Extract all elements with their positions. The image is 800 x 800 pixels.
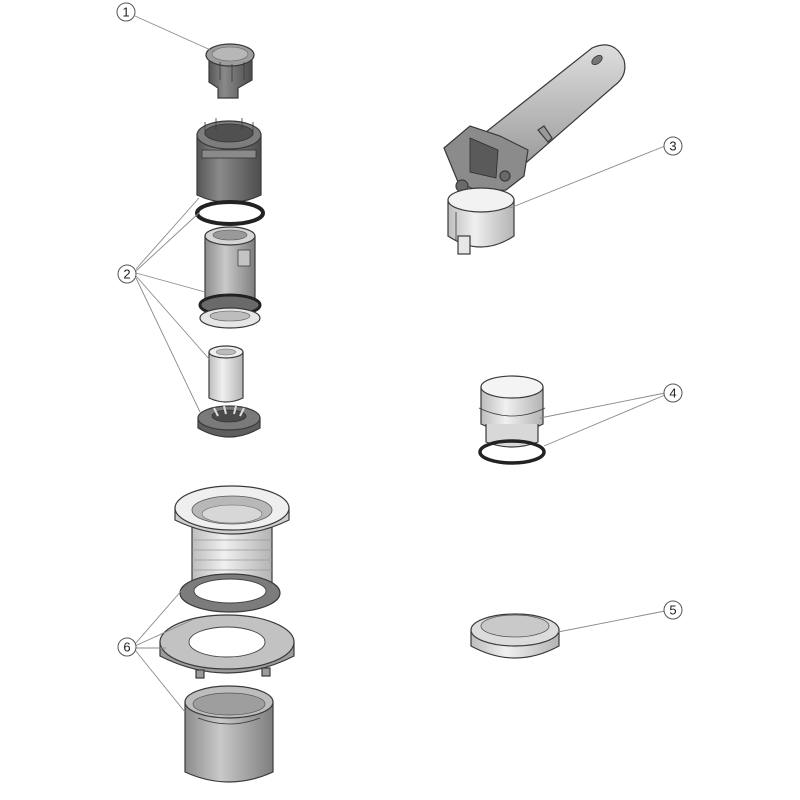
part-2-upper-housing	[196, 118, 262, 204]
part-2-sleeve	[208, 345, 244, 403]
callout-1-label: 1	[122, 5, 129, 20]
part-2-o-ring-upper	[195, 200, 265, 226]
part-2-base-flange	[197, 405, 261, 438]
leader-lines	[134, 15, 666, 713]
callout-1: 1	[116, 2, 136, 22]
callout-5-label: 5	[669, 603, 676, 618]
part-5-cover	[470, 613, 560, 659]
part-6-dark-gasket	[179, 573, 281, 613]
callout-3-label: 3	[669, 139, 676, 154]
part-6-lock-nut	[159, 614, 295, 679]
callout-6-label: 6	[123, 640, 130, 655]
callout-2: 2	[117, 264, 137, 284]
callout-4-label: 4	[669, 386, 676, 401]
callout-2-label: 2	[123, 267, 130, 282]
part-2-valve-body	[198, 226, 262, 329]
part-3-lever-handle	[443, 44, 626, 255]
part-6-socket	[184, 685, 274, 783]
callout-6: 6	[117, 637, 137, 657]
callout-4: 4	[663, 383, 683, 403]
callout-5: 5	[663, 600, 683, 620]
callout-3: 3	[663, 136, 683, 156]
part-1-cap	[205, 43, 255, 99]
part-4-plug	[478, 375, 546, 465]
part-6-flange-body	[174, 485, 290, 594]
